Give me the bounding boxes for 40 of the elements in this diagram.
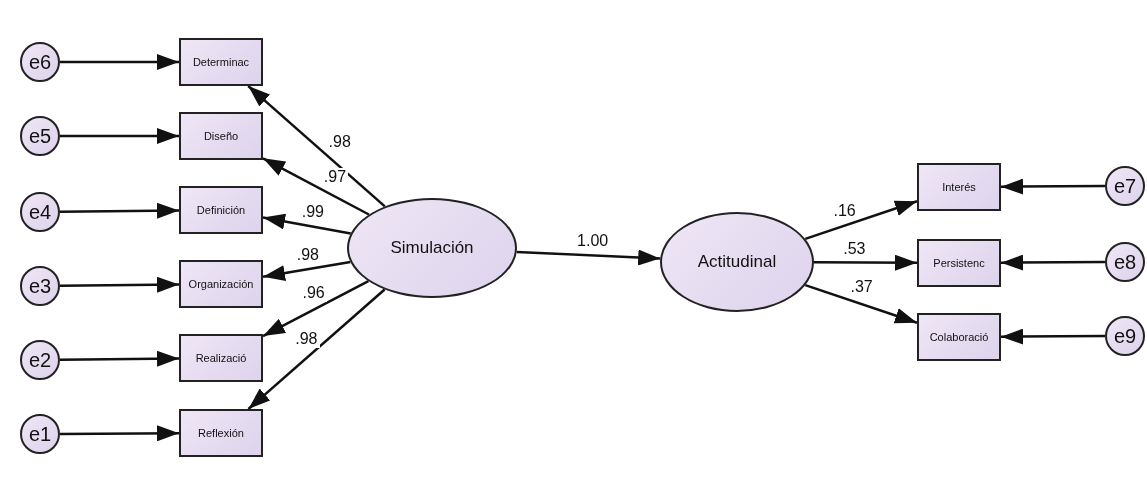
arrow: [814, 254, 917, 271]
indicator-box: Colaboració: [917, 313, 1001, 361]
latent-variable-ellipse: Actitudinal: [660, 212, 814, 312]
indicator-box: Diseño: [179, 112, 263, 160]
indicator-box: Interés: [917, 163, 1001, 211]
indicator-box: Reflexión: [179, 409, 263, 457]
arrow: [60, 276, 179, 293]
error-term-circle: e3: [20, 266, 60, 306]
error-term-circle: e9: [1105, 316, 1145, 356]
indicator-box: Realizació: [179, 334, 263, 382]
arrow: [804, 283, 918, 324]
error-term-circle: e4: [20, 192, 60, 232]
arrow: [1001, 328, 1105, 345]
error-term-circle: e8: [1105, 242, 1145, 282]
arrow: [1001, 178, 1105, 195]
error-term-circle: e5: [20, 116, 60, 156]
arrow: [1001, 254, 1105, 271]
indicator-box: Organización: [179, 260, 263, 308]
arrow: [247, 288, 386, 410]
arrow: [516, 249, 661, 266]
error-term-circle: e6: [20, 42, 60, 82]
arrow: [262, 260, 351, 281]
arrow: [60, 128, 179, 144]
error-term-circle: e2: [20, 340, 60, 380]
arrow: [60, 202, 179, 219]
arrow: [60, 350, 179, 367]
arrow: [804, 200, 918, 241]
path-coefficient: .98: [293, 329, 320, 348]
error-term-circle: e7: [1105, 166, 1145, 206]
indicator-box: Determinac: [179, 38, 263, 86]
indicator-box: Persistenc: [917, 239, 1001, 287]
latent-variable-ellipse: Simulación: [347, 198, 517, 298]
arrow: [262, 280, 369, 338]
indicator-box: Definición: [179, 186, 263, 234]
arrow: [262, 157, 370, 216]
error-term-circle: e1: [20, 414, 60, 454]
arrow: [60, 54, 179, 70]
arrow: [247, 85, 386, 208]
arrow: [262, 213, 351, 235]
arrow: [60, 425, 179, 442]
